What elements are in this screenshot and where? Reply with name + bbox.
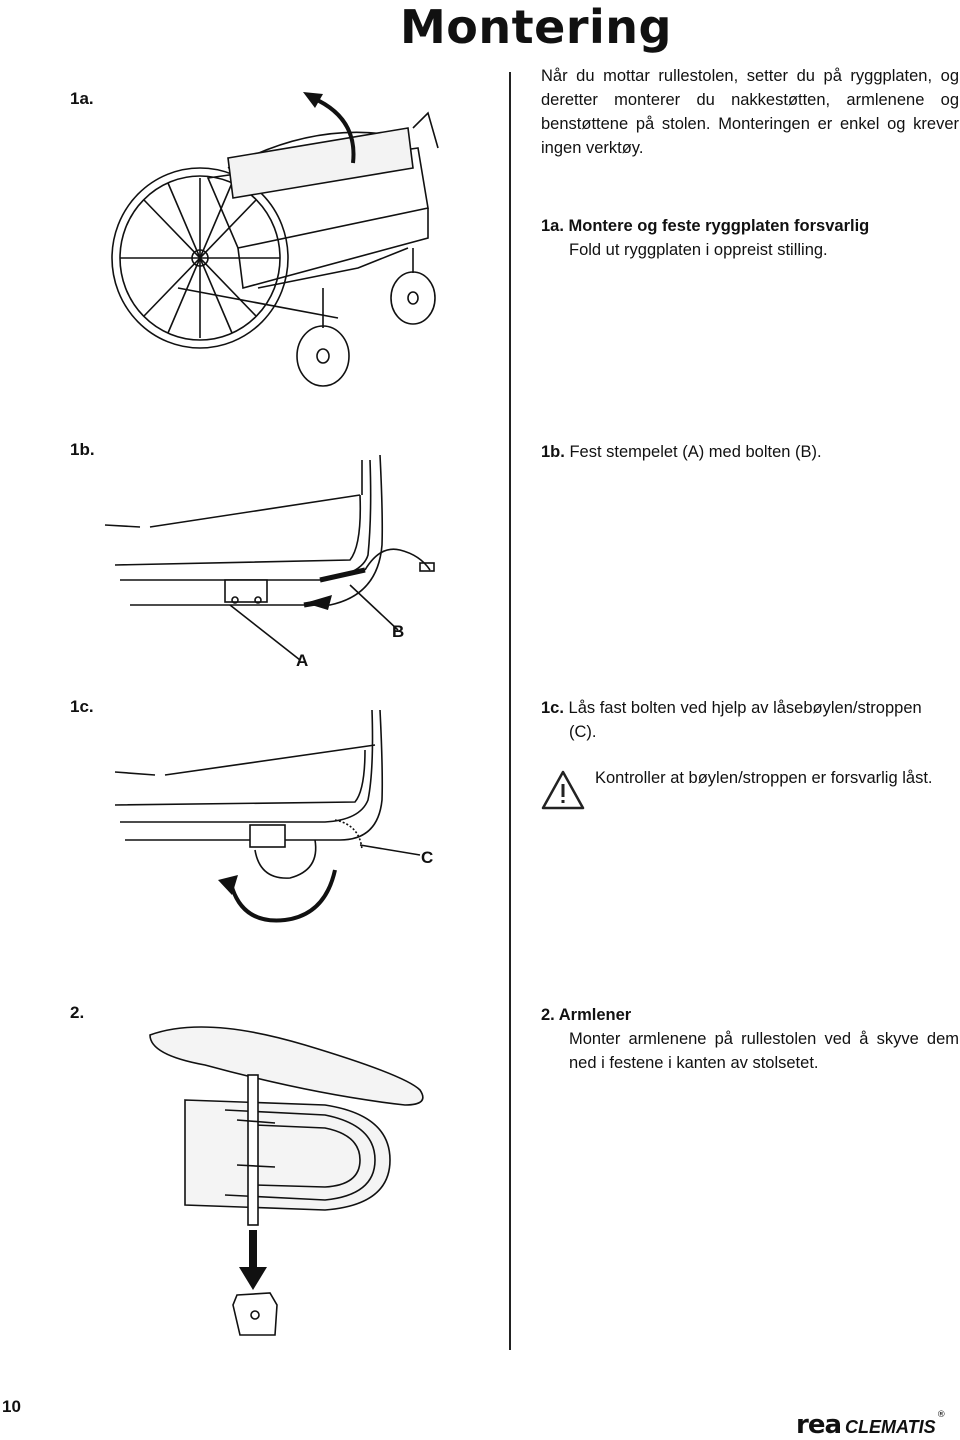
lock-strap-illustration <box>114 710 421 923</box>
step-1a-text: 1a. Montere og feste ryggplaten forsvarl… <box>541 214 959 262</box>
step-2-heading: 2. Armlener <box>541 1006 632 1024</box>
figure-label-a: A <box>296 651 309 670</box>
wheelchair-illustration <box>111 92 439 387</box>
piston-bolt-illustration <box>104 455 435 661</box>
warning-text: Kontroller at bøylen/stroppen er forsvar… <box>595 769 933 787</box>
step-1a-heading: 1a. Montere og feste ryggplaten forsvarl… <box>541 217 870 235</box>
warning-triangle-icon <box>541 770 585 810</box>
step-1c-text: 1c. Lås fast bolten ved hjelp av låsebøy… <box>541 696 959 744</box>
step-2-text: 2. Armlener Monter armlenene på rullesto… <box>541 1003 959 1075</box>
figure-label-c: C <box>421 848 434 867</box>
step-1b-text: 1b. Fest stempelet (A) med bolten (B). <box>541 440 959 464</box>
logo-rea: rea <box>796 1410 842 1440</box>
column-divider <box>509 72 511 1350</box>
step-2-body: Monter armlenene på rullestolen ved å sk… <box>569 1030 959 1072</box>
step-1b-number: 1b. <box>70 440 95 459</box>
step-1c-body-b: (C). <box>569 723 597 741</box>
armrest-illustration <box>149 1026 424 1336</box>
step-1c-body-a: Lås fast bolten ved hjelp av låsebøylen/… <box>568 699 922 717</box>
logo-brand: CLEMATIS <box>845 1417 936 1437</box>
intro-paragraph: Når du mottar rullestolen, setter du på … <box>541 67 959 157</box>
step-2-number: 2. <box>70 1003 85 1022</box>
step-1b-body: Fest stempelet (A) med bolten (B). <box>569 443 822 461</box>
page-title: Montering <box>400 0 672 54</box>
step-1c-number: 1c. <box>70 697 94 716</box>
step-1c-text-number: 1c. <box>541 699 564 717</box>
step-1b-text-number: 1b. <box>541 443 565 461</box>
page-number: 10 <box>2 1397 21 1416</box>
figure-label-b: B <box>392 622 405 641</box>
step-1a-body: Fold ut ryggplaten i oppreist stilling. <box>569 241 828 259</box>
step-1a-number: 1a. <box>70 89 94 108</box>
logo-registered: ® <box>936 1410 946 1420</box>
